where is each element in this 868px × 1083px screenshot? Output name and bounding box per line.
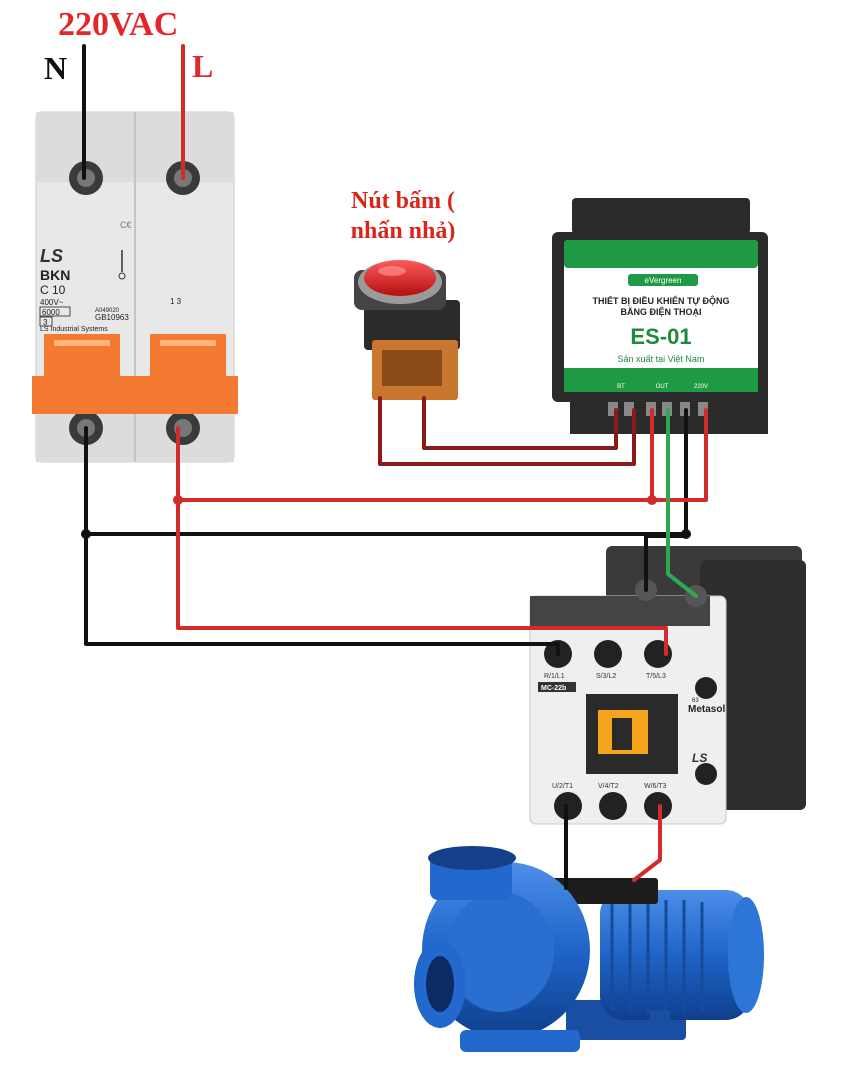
breaker-model: BKN	[40, 267, 70, 283]
pump-terminal-box	[546, 878, 658, 904]
junction-dots	[81, 495, 691, 539]
contactor: R/1/L1 S/3/L2 T/5/L3 MC-22b Metasol 63 L…	[529, 546, 806, 825]
controller-title-line1: THIẾT BỊ ĐIỀU KHIỂN TỰ ĐỘNG	[593, 295, 730, 306]
button-wire-2	[422, 396, 618, 450]
contactor-terminal-s	[594, 640, 622, 668]
controller-term-out: OUT	[656, 384, 669, 390]
breaker-handle-bar	[32, 376, 238, 414]
push-button-label: Nút bấm ( nhấn nhả)	[318, 186, 488, 246]
breaker-rating: C 10	[40, 283, 66, 297]
contactor-aux-label: 63	[692, 698, 699, 704]
smart-controller: eVergreen THIẾT BỊ ĐIỀU KHIỂN TỰ ĐỘNG BẰ…	[552, 198, 768, 434]
contactor-logo: LS	[692, 751, 707, 765]
controller-made-in: Sản xuất tại Việt Nam	[618, 354, 705, 364]
breaker-brand: LS	[40, 246, 63, 266]
push-button-label-line2: nhấn nhả)	[350, 218, 456, 244]
breaker-voltage: 400V~	[40, 298, 64, 307]
contactor-brand: Metasol	[688, 704, 725, 715]
supply-voltage-title: 220VAC	[58, 6, 179, 43]
breaker-ce-mark: C€	[120, 220, 132, 230]
live-to-contactor-wire	[176, 426, 668, 656]
line-label: L	[192, 48, 214, 84]
motor-wire-w	[632, 804, 662, 882]
breaker-cert: A049020	[95, 308, 120, 314]
contactor-terminal-v	[599, 792, 627, 820]
neutral-label: N	[44, 50, 68, 86]
controller-term-bt: BT	[617, 384, 625, 390]
breaker-class: 3	[43, 318, 48, 327]
controller-model: ES-01	[630, 324, 691, 349]
push-button-label-line1: Nút bấm (	[350, 188, 455, 214]
contactor-label-w: W/6/T3	[644, 783, 667, 790]
push-button	[354, 260, 460, 400]
breaker-capacity: 6000	[42, 308, 60, 317]
wires	[82, 44, 708, 890]
circuit-breaker: C€ LS BKN C 10 400V~ 6000 3 A049020 GB10…	[32, 111, 238, 463]
contactor-label-s: S/3/L2	[596, 673, 616, 680]
button-wire-1	[378, 396, 636, 466]
contactor-label-r: R/1/L1	[544, 673, 565, 680]
live-to-controller-wire	[176, 408, 708, 502]
controller-brand: eVergreen	[645, 276, 682, 285]
contactor-label-t: T/5/L3	[646, 673, 666, 680]
controller-term-220v: 220V	[694, 384, 708, 390]
water-pump	[414, 846, 764, 1052]
breaker-maker: LS Industrial Systems	[40, 326, 108, 333]
controller-title-line2: BẰNG ĐIỆN THOẠI	[621, 306, 702, 317]
controller-out-to-coil-wire	[666, 408, 698, 598]
breaker-standard: GB10963	[95, 313, 129, 322]
contactor-model: MC-22b	[541, 685, 566, 692]
contactor-label-u: U/2/T1	[552, 783, 573, 790]
contactor-label-v: V/4/T2	[598, 783, 619, 790]
breaker-poles: 1 3	[170, 297, 182, 306]
